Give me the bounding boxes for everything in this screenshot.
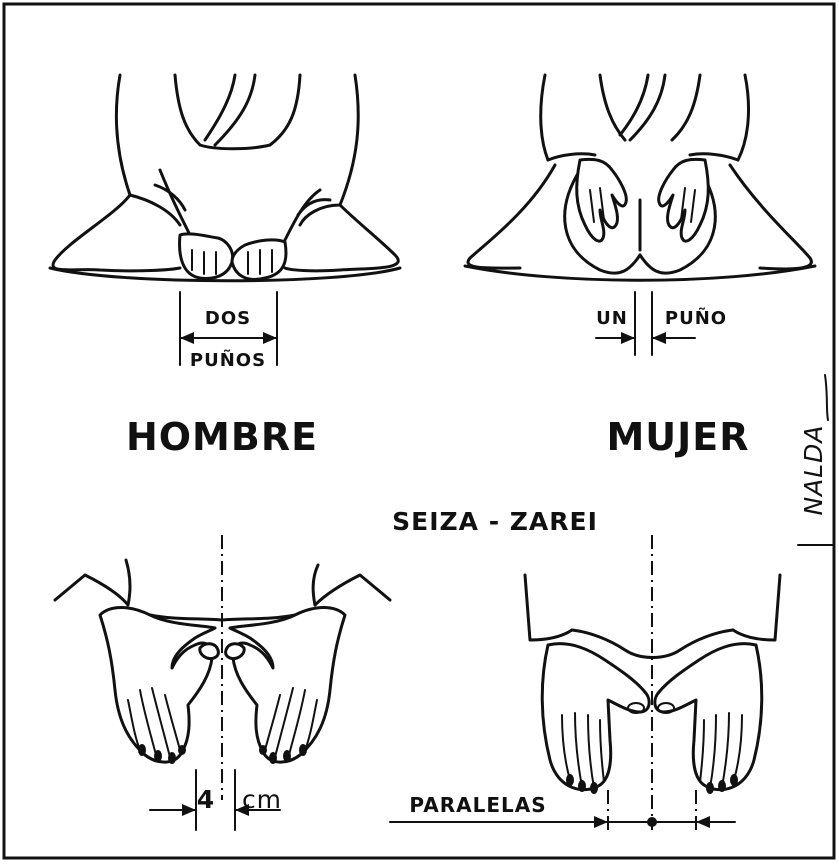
mujer-heading: MUJER (606, 415, 749, 459)
paralelas-dimension (390, 816, 735, 828)
woman-hands-bow (525, 535, 780, 835)
svg-text:NALDA: NALDA (799, 424, 828, 515)
four-label: 4 (197, 785, 215, 814)
kneeling-man-figure (50, 75, 400, 281)
cm-label: cm (242, 785, 282, 814)
un-label: UN (596, 308, 628, 329)
puno-label: PUÑO (665, 306, 727, 329)
man-hands-bow (55, 535, 390, 800)
kneeling-woman-figure (465, 75, 815, 280)
artist-signature: NALDA (798, 375, 834, 545)
dos-label: DOS (205, 308, 251, 329)
paralelas-label: PARALELAS (409, 793, 546, 817)
punos-label: PUÑOS (190, 348, 266, 371)
seiza-zarei-title: SEIZA - ZAREI (392, 507, 598, 536)
hombre-heading: HOMBRE (126, 415, 318, 459)
